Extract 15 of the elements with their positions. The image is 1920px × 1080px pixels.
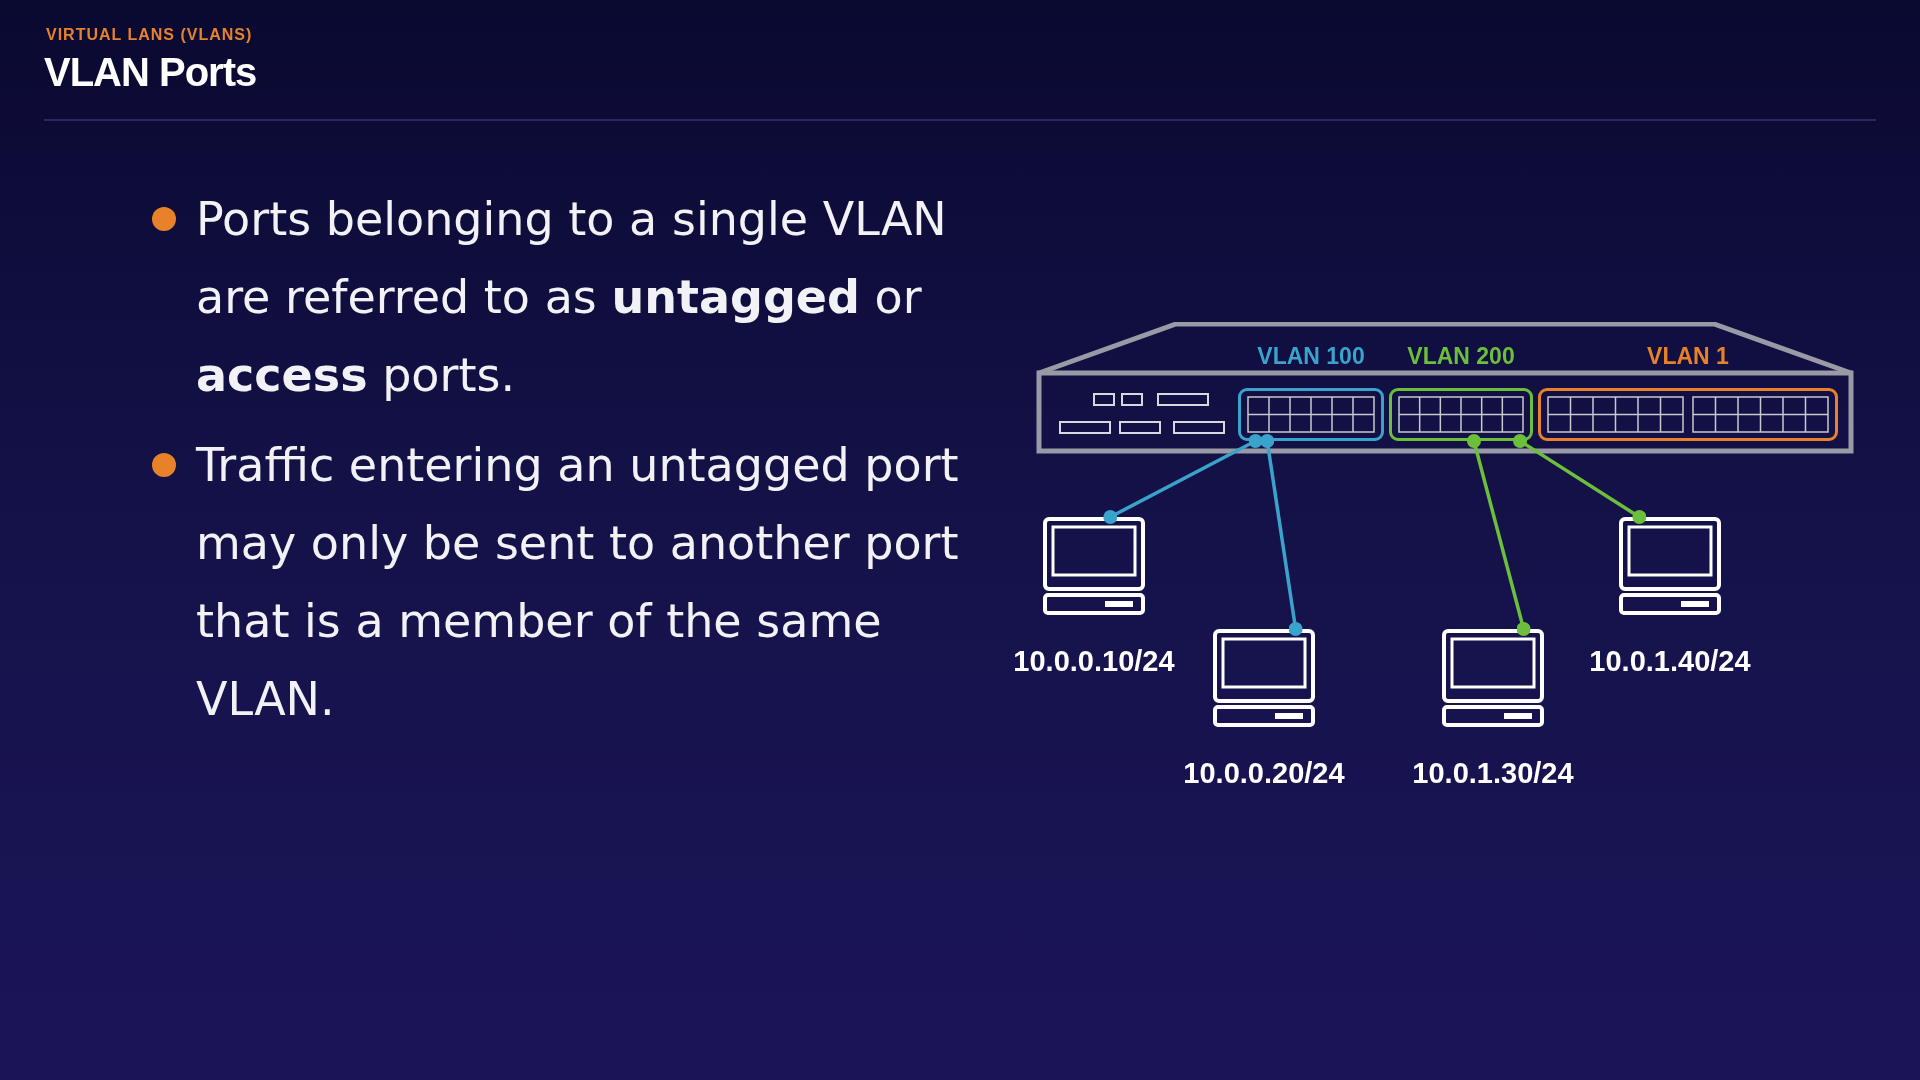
ip-address-label: 10.0.0.10/24 [1012,645,1176,678]
section-label: VIRTUAL LANS (VLANS) [46,26,253,44]
bullet-text: Ports belonging to a single VLAN are referred to as untagged or access ports. [196,191,948,404]
network-cable [1466,434,1531,636]
ip-address-label: 10.0.1.40/24 [1588,645,1752,678]
ip-address-label: 10.0.1.30/24 [1411,757,1575,790]
vlan-label: VLAN 1 [1646,343,1730,371]
ip-address-label: 10.0.0.20/24 [1182,757,1346,790]
bullet-text: Traffic entering an untagged port may only be sent to another port that is a member of the same VLAN. [196,437,960,728]
network-cable [1513,434,1647,524]
network-cable [1260,434,1303,636]
slide-title: VLAN Ports [44,50,257,95]
network-cable [1103,434,1263,524]
vlan-label: VLAN 100 [1256,343,1366,371]
vlan-label: VLAN 200 [1406,343,1516,371]
